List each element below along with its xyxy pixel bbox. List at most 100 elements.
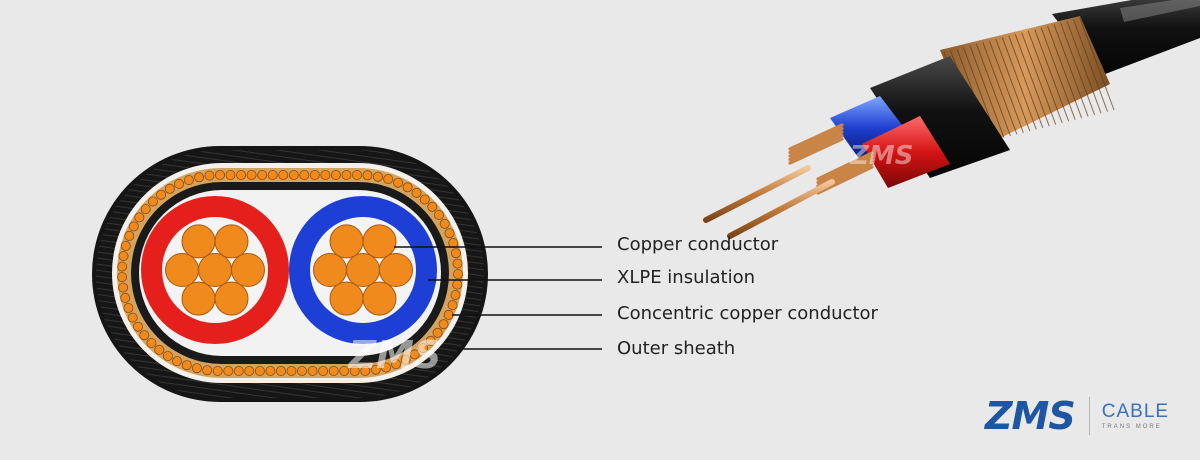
copper-strand-wire: [816, 151, 874, 181]
concentric-copper-wire: [447, 300, 458, 311]
concentric-copper-wire: [299, 169, 310, 180]
concentric-copper-wire: [265, 365, 276, 376]
copper-strand: [329, 281, 364, 316]
concentric-copper-wire: [225, 169, 236, 180]
core-blue: [289, 196, 437, 344]
callout-concentric-copper-conductor: Concentric copper conductor: [617, 303, 878, 324]
copper-strand: [329, 224, 364, 259]
brand-divider: [1088, 397, 1090, 435]
concentric-copper-wire: [402, 182, 413, 193]
braid-strand: [1079, 17, 1115, 111]
callout-xlpe-insulation: XLPE insulation: [617, 267, 756, 288]
concentric-copper-wire: [233, 365, 244, 376]
brand-name: CABLE: [1101, 400, 1170, 422]
copper-strand: [165, 253, 199, 287]
concentric-copper-wire: [450, 248, 461, 259]
copper-strand: [214, 224, 249, 259]
copper-strand: [362, 224, 397, 259]
braid-strand: [1053, 24, 1089, 117]
copper-strand: [181, 281, 216, 316]
concentric-copper-wire: [146, 337, 157, 348]
core-red: [141, 196, 289, 344]
concentric-copper-wire: [162, 350, 173, 361]
concentric-copper-wire: [117, 261, 128, 272]
concentric-copper-wire: [390, 359, 401, 370]
concentric-copper-wire: [400, 354, 411, 365]
concentric-copper-wire: [288, 169, 299, 180]
concentric-copper-wire: [156, 189, 167, 200]
concentric-copper-wire: [123, 302, 134, 313]
concentric-copper-wire: [267, 169, 278, 180]
brand-text: CABLE TRANS MORE: [1101, 400, 1170, 431]
concentric-copper-wire: [120, 292, 131, 303]
concentric-copper-wire: [134, 212, 145, 223]
concentric-copper-wire: [164, 183, 175, 194]
copper-strand-wire: [788, 137, 844, 165]
copper-strand-wire: [816, 154, 874, 185]
cable-cross-section: ZMS: [92, 146, 488, 402]
concentric-copper-wire: [370, 364, 381, 375]
concentric-copper-wire: [438, 319, 449, 330]
copper-strand: [181, 224, 216, 259]
concentric-copper-wire: [139, 330, 150, 341]
concentric-copper-wire: [452, 258, 463, 269]
concentric-copper-wire: [254, 365, 265, 376]
brand-logo: ZMS CABLE TRANS MORE: [985, 394, 1169, 438]
concentric-copper-wire: [362, 170, 373, 181]
concentric-copper-wire: [147, 196, 158, 207]
concentric-copper-wire: [432, 327, 443, 338]
braid-strand: [1001, 37, 1037, 130]
single-copper-wire: [727, 179, 835, 239]
braid-strand: [1047, 25, 1083, 119]
cable-jacket-highlight: [1120, 0, 1200, 22]
concentric-copper-wire: [452, 279, 463, 290]
concentric-copper-wire: [393, 177, 404, 188]
concentric-copper-wire: [296, 365, 307, 376]
copper-strand: [362, 281, 397, 316]
concentric-copper-wire: [409, 349, 420, 360]
copper-strand-wire: [788, 126, 844, 155]
concentric-copper-wire: [439, 218, 450, 229]
braid-strand: [1060, 22, 1096, 116]
concentric-copper-wire: [244, 365, 255, 376]
brand-tagline: TRANS MORE: [1101, 424, 1162, 431]
concentric-copper-wire: [120, 240, 131, 251]
concentric-copper-wire: [118, 251, 129, 262]
copper-strand-wire: [788, 133, 844, 162]
concentric-copper-wire: [448, 237, 459, 248]
brand-mark: ZMS: [985, 394, 1076, 438]
concentric-copper-wire: [124, 230, 135, 241]
concentric-copper-wire: [309, 169, 320, 180]
copper-conductor-blue-core: [313, 224, 413, 316]
concentric-copper-wire: [450, 289, 461, 300]
concentric-copper-wire: [118, 282, 129, 293]
braid-strand: [1014, 34, 1050, 127]
concentric-copper-wire: [452, 269, 463, 280]
concentric-copper-wire: [380, 362, 391, 373]
braid-strand: [1073, 19, 1108, 112]
concentric-copper-wire: [330, 169, 341, 180]
braid-strand: [1040, 27, 1076, 120]
braid-strand: [1027, 30, 1063, 124]
copper-strand: [313, 253, 347, 287]
concentric-copper-wire: [181, 360, 192, 371]
copper-strand: [346, 253, 380, 287]
braid-strand: [982, 42, 1018, 135]
callout-outer-sheath: Outer sheath: [617, 338, 736, 359]
copper-strand-wire: [788, 123, 844, 151]
concentric-copper-wire: [383, 174, 394, 185]
copper-strand: [231, 253, 265, 287]
concentric-copper-wire: [418, 342, 429, 353]
concentric-copper-wire: [127, 312, 138, 323]
copper-strand: [214, 281, 249, 316]
concentric-copper-wire: [194, 172, 205, 183]
concentric-copper-wire: [212, 365, 223, 376]
copper-strand: [379, 253, 413, 287]
concentric-copper-wire: [204, 170, 215, 181]
braid-strand: [969, 45, 1005, 138]
concentric-copper-wire: [236, 169, 247, 180]
concentric-copper-wire: [214, 169, 225, 180]
concentric-copper-wire: [132, 321, 143, 332]
single-copper-wire: [703, 165, 811, 223]
concentric-copper-wire: [427, 201, 438, 212]
